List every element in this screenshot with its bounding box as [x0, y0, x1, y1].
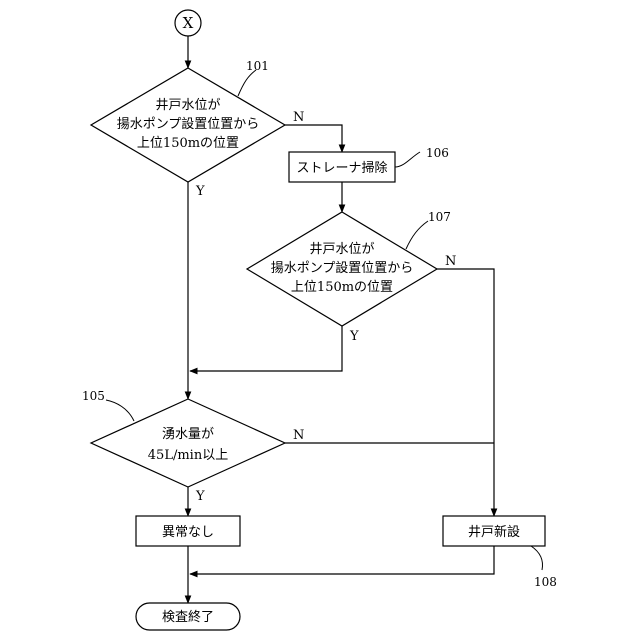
ref-leader-101 [238, 70, 256, 96]
process-108: 井戸新設 [443, 516, 545, 546]
decision-105-yes-label: Y [195, 489, 205, 504]
process-106-label: ストレーナ掃除 [296, 160, 387, 176]
process-106: ストレーナ掃除 [289, 152, 395, 182]
process-108-label: 井戸新設 [468, 524, 520, 540]
ref-leader-106 [395, 152, 420, 167]
decision-101-yes-label: Y [195, 184, 205, 199]
ref-107: 107 [428, 210, 451, 224]
terminal-end-label: 検査終了 [162, 609, 214, 625]
start-connector-label: X [183, 14, 194, 32]
ref-108: 108 [534, 575, 557, 589]
decision-101-line-1: 井戸水位が [155, 98, 220, 113]
decision-107-line-1: 井戸水位が [309, 242, 374, 257]
decision-105: 湧水量が 45L/min以上 [91, 399, 285, 487]
ref-leader-108 [531, 546, 543, 570]
ref-101: 101 [246, 59, 269, 73]
decision-101-line-2: 揚水ポンプ設置位置から [117, 116, 260, 132]
ref-leader-107 [406, 221, 428, 249]
process-no-anomaly: 異常なし [136, 516, 240, 546]
decision-107-line-2: 揚水ポンプ設置位置から [271, 260, 414, 276]
process-no-anomaly-label: 異常なし [162, 525, 214, 540]
arrow-107-no-to-108 [437, 269, 494, 516]
decision-107: 井戸水位が 揚水ポンプ設置位置から 上位150mの位置 [247, 212, 437, 326]
terminal-end: 検査終了 [136, 603, 240, 630]
start-connector: X [175, 10, 201, 36]
ref-106: 106 [426, 146, 449, 160]
decision-105-line-1: 湧水量が [162, 426, 214, 442]
decision-101: 井戸水位が 揚水ポンプ設置位置から 上位150mの位置 [91, 68, 285, 182]
decision-101-line-3: 上位150mの位置 [137, 136, 239, 151]
decision-105-no-label: N [293, 428, 304, 443]
arrow-107-yes-to-main [190, 326, 342, 371]
ref-leader-105 [106, 400, 134, 421]
decision-107-line-3: 上位150mの位置 [291, 280, 393, 295]
decision-107-yes-label: Y [349, 329, 359, 344]
decision-107-no-label: N [445, 254, 456, 269]
arrow-108-to-main [190, 546, 494, 574]
decision-101-no-label: N [293, 110, 304, 125]
decision-105-line-2: 45L/min以上 [148, 448, 228, 463]
arrow-101-no-to-106 [285, 125, 342, 152]
ref-105: 105 [82, 389, 105, 403]
